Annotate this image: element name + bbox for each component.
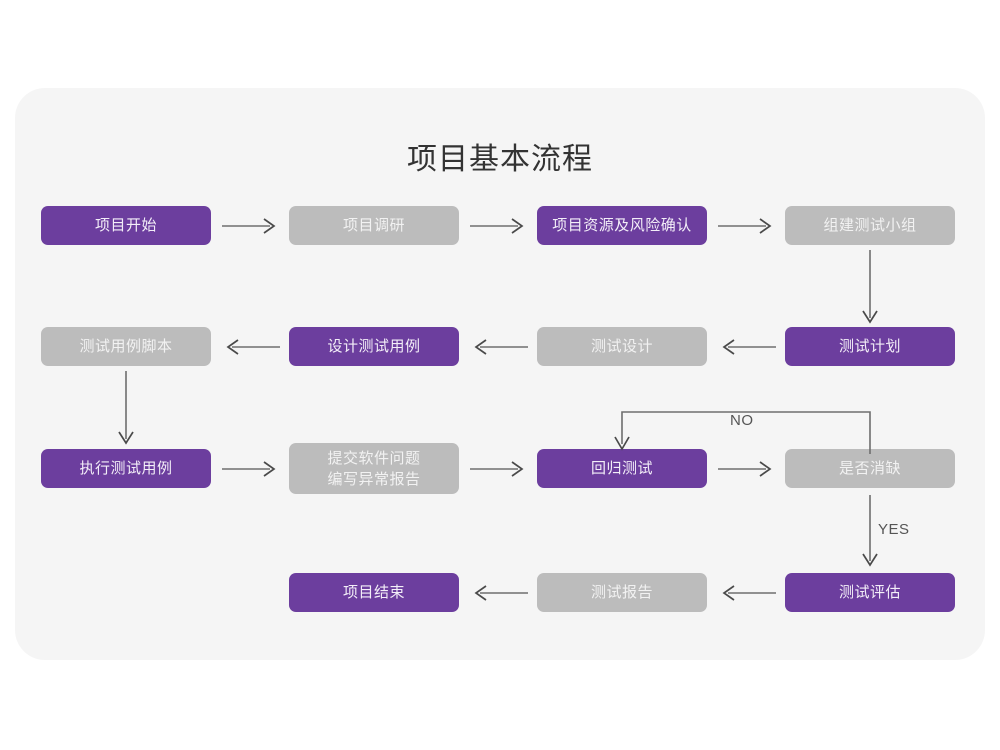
arrow-n6-n7 <box>474 339 528 355</box>
arrow-n4-n5 <box>862 250 878 324</box>
arrow-n2-n3 <box>470 218 524 234</box>
node-execute-test-cases[interactable]: 执行测试用例 <box>41 449 211 488</box>
arrow-n13-n14 <box>722 585 776 601</box>
node-regression-test[interactable]: 回归测试 <box>537 449 707 488</box>
node-project-start[interactable]: 项目开始 <box>41 206 211 245</box>
edge-label-no: NO <box>730 412 754 429</box>
node-defect-resolved-decision[interactable]: 是否消缺 <box>785 449 955 488</box>
node-design-test-cases[interactable]: 设计测试用例 <box>289 327 459 366</box>
node-build-test-team[interactable]: 组建测试小组 <box>785 206 955 245</box>
node-test-report[interactable]: 测试报告 <box>537 573 707 612</box>
node-project-end[interactable]: 项目结束 <box>289 573 459 612</box>
arrow-n14-n15 <box>474 585 528 601</box>
node-submit-defects-report[interactable]: 提交软件问题 编写异常报告 <box>289 443 459 494</box>
arrow-n7-n8 <box>226 339 280 355</box>
node-project-research[interactable]: 项目调研 <box>289 206 459 245</box>
node-test-case-script[interactable]: 测试用例脚本 <box>41 327 211 366</box>
arrow-no-loop <box>614 411 871 454</box>
node-test-plan[interactable]: 测试计划 <box>785 327 955 366</box>
arrow-n5-n6 <box>722 339 776 355</box>
page-title: 项目基本流程 <box>407 143 593 176</box>
node-test-evaluation[interactable]: 测试评估 <box>785 573 955 612</box>
arrow-n3-n4 <box>718 218 772 234</box>
node-resource-risk-confirm[interactable]: 项目资源及风险确认 <box>537 206 707 245</box>
arrow-n11-n12 <box>718 461 772 477</box>
diagram-panel <box>15 88 985 660</box>
arrow-n9-n10 <box>222 461 276 477</box>
arrow-n1-n2 <box>222 218 276 234</box>
arrow-n8-n9 <box>118 371 134 445</box>
arrow-n10-n11 <box>470 461 524 477</box>
edge-label-yes: YES <box>878 521 910 538</box>
node-test-design[interactable]: 测试设计 <box>537 327 707 366</box>
arrow-yes-n12-n13 <box>862 495 878 567</box>
